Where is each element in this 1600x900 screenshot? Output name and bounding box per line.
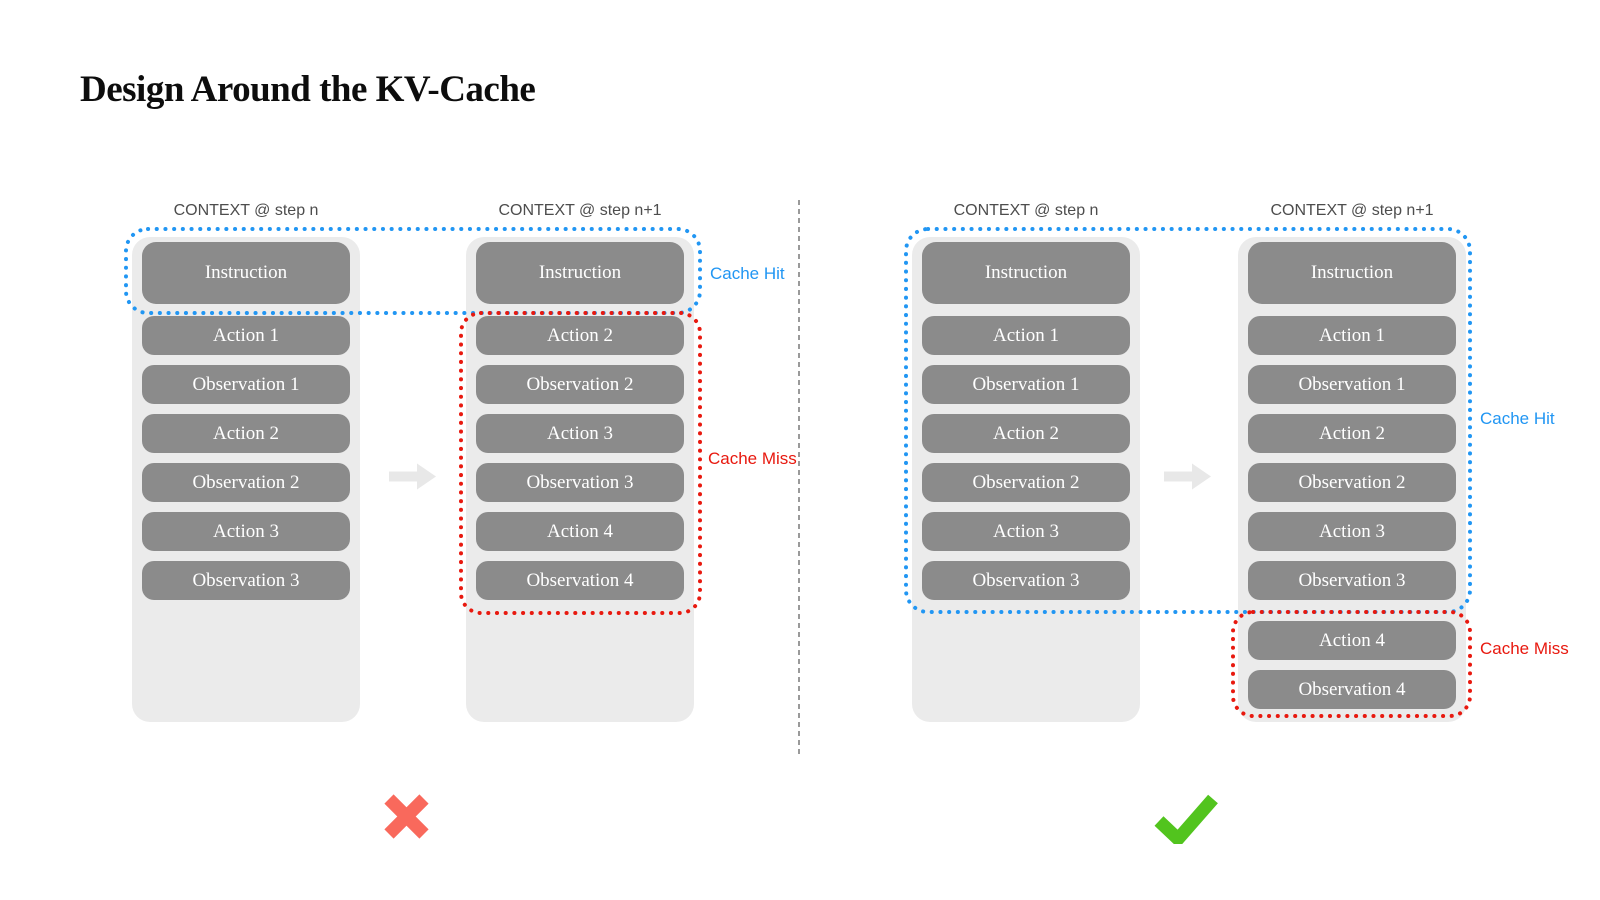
- context-box-observation-2: Observation 2: [476, 365, 684, 404]
- context-step-n1-header: CONTEXT @ step n+1: [1270, 202, 1434, 219]
- context-box-action-2: Action 2: [922, 414, 1130, 453]
- panel-divider: [798, 200, 800, 756]
- check-shape: [1154, 794, 1218, 844]
- context-box-observation-3: Observation 3: [1248, 561, 1456, 600]
- context-box-instruction: Instruction: [476, 242, 684, 304]
- cache-miss-label: Cache Miss: [1480, 639, 1569, 658]
- context-box-action-3: Action 3: [142, 512, 350, 551]
- context-box-observation-3: Observation 3: [142, 561, 350, 600]
- arrow-right-icon: [1164, 463, 1211, 490]
- context-box-observation-1: Observation 1: [1248, 365, 1456, 404]
- context-box-observation-1: Observation 1: [922, 365, 1130, 404]
- context-column-step-n1: Instruction Action 1 Observation 1 Actio…: [1238, 237, 1466, 722]
- context-step-n1-header: CONTEXT @ step n+1: [498, 202, 662, 219]
- context-column-step-n1: Instruction Action 2 Observation 2 Actio…: [466, 237, 694, 722]
- cross-icon: [384, 794, 429, 839]
- arrow-right-icon: [389, 463, 436, 490]
- page-title: Design Around the KV-Cache: [80, 69, 536, 110]
- arrow-shape: [389, 463, 436, 490]
- context-box-observation-3: Observation 3: [922, 561, 1130, 600]
- context-box-observation-4: Observation 4: [1248, 670, 1456, 709]
- context-step-n-header: CONTEXT @ step n: [953, 202, 1099, 219]
- context-box-action-3: Action 3: [476, 414, 684, 453]
- context-box-observation-4: Observation 4: [476, 561, 684, 600]
- context-column-step-n: Instruction Action 1 Observation 1 Actio…: [132, 237, 360, 722]
- context-box-action-3: Action 3: [1248, 512, 1456, 551]
- context-box-action-2: Action 2: [142, 414, 350, 453]
- context-box-action-2: Action 2: [476, 316, 684, 355]
- context-box-action-3: Action 3: [922, 512, 1130, 551]
- context-box-action-2: Action 2: [1248, 414, 1456, 453]
- context-step-n-header: CONTEXT @ step n: [173, 202, 319, 219]
- cache-miss-label: Cache Miss: [708, 449, 797, 468]
- context-box-instruction: Instruction: [142, 242, 350, 304]
- context-box-action-4: Action 4: [1248, 621, 1456, 660]
- context-box-action-1: Action 1: [922, 316, 1130, 355]
- context-box-observation-2: Observation 2: [922, 463, 1130, 502]
- cross-shape: [384, 794, 429, 839]
- check-icon: [1154, 794, 1218, 844]
- context-box-observation-2: Observation 2: [1248, 463, 1456, 502]
- context-box-action-4: Action 4: [476, 512, 684, 551]
- context-box-action-1: Action 1: [1248, 316, 1456, 355]
- context-box-observation-2: Observation 2: [142, 463, 350, 502]
- context-box-instruction: Instruction: [1248, 242, 1456, 304]
- context-box-action-1: Action 1: [142, 316, 350, 355]
- cache-hit-label: Cache Hit: [710, 264, 785, 283]
- arrow-shape: [1164, 463, 1211, 490]
- context-box-observation-1: Observation 1: [142, 365, 350, 404]
- context-box-observation-3: Observation 3: [476, 463, 684, 502]
- context-column-step-n: Instruction Action 1 Observation 1 Actio…: [912, 237, 1140, 722]
- context-box-instruction: Instruction: [922, 242, 1130, 304]
- cache-hit-label: Cache Hit: [1480, 409, 1555, 428]
